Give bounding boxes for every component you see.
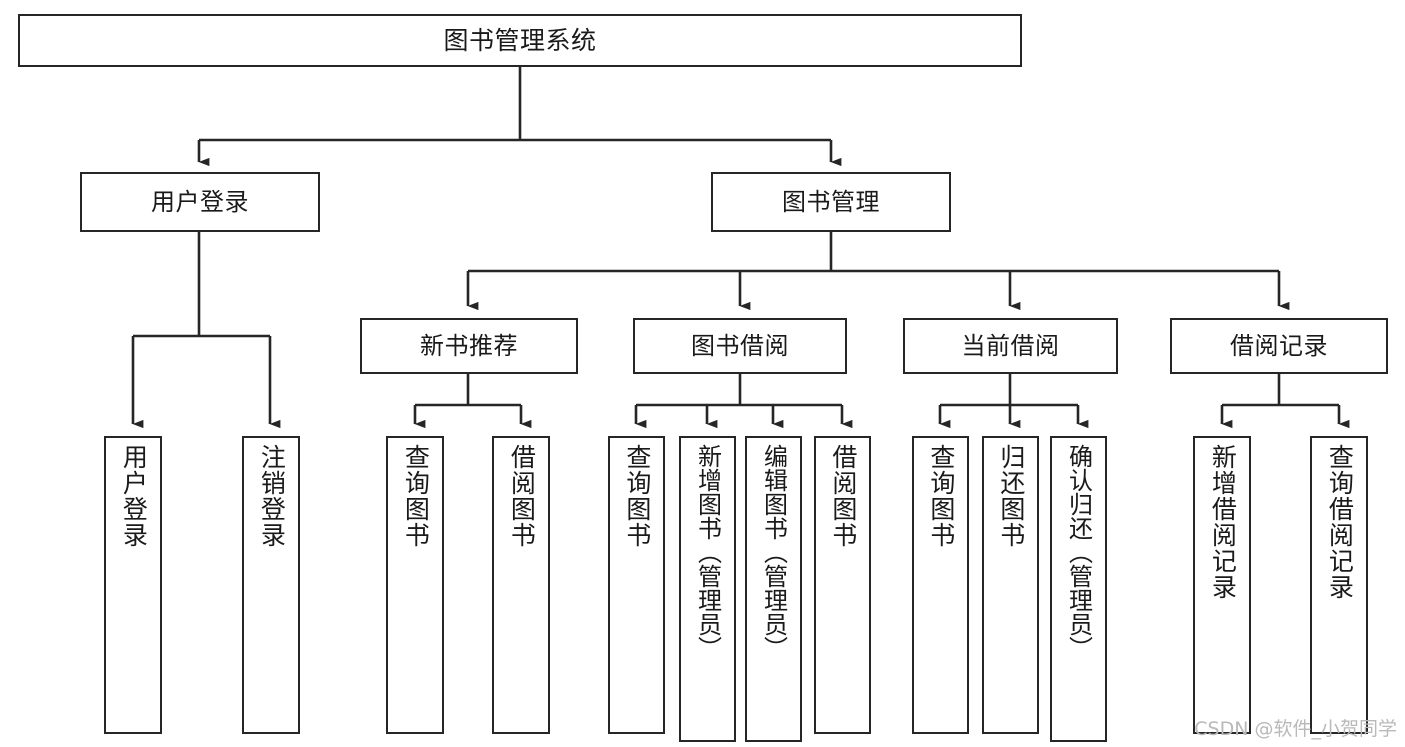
node-root-system[interactable]: 图书管理系统 [18, 14, 1022, 67]
leaf-book-borrow-edit-admin[interactable]: 编辑图书（管理员） [745, 436, 802, 742]
node-label: 图书借阅 [691, 331, 789, 360]
leaf-book-borrow-query[interactable]: 查询图书 [608, 436, 665, 734]
node-current-borrow[interactable]: 当前借阅 [903, 318, 1118, 374]
node-label: 查询图书 [401, 444, 431, 548]
node-label: 归还图书 [996, 444, 1026, 548]
node-label: 查询借阅记录 [1325, 444, 1355, 600]
node-label: 编辑图书（管理员） [759, 444, 788, 660]
node-label: 用户登录 [151, 187, 249, 216]
node-label: 新增借阅记录 [1208, 444, 1238, 600]
node-label: 用户登录 [119, 444, 149, 548]
node-label: 新增图书（管理员） [693, 444, 722, 660]
node-label: 当前借阅 [961, 331, 1060, 360]
leaf-new-book-query[interactable]: 查询图书 [386, 436, 444, 734]
leaf-user-login-logout[interactable]: 注销登录 [242, 436, 300, 734]
node-label: 查询图书 [926, 444, 956, 548]
node-borrow-record[interactable]: 借阅记录 [1170, 318, 1388, 374]
leaf-current-borrow-return[interactable]: 归还图书 [982, 436, 1039, 734]
node-label: 借阅记录 [1230, 331, 1328, 360]
node-label: 新书推荐 [420, 331, 518, 360]
node-book-borrow[interactable]: 图书借阅 [633, 318, 847, 374]
leaf-new-book-borrow[interactable]: 借阅图书 [492, 436, 550, 734]
leaf-user-login-login[interactable]: 用户登录 [104, 436, 162, 734]
leaf-current-borrow-query[interactable]: 查询图书 [912, 436, 969, 734]
node-label: 借阅图书 [507, 444, 537, 548]
node-label: 图书管理系统 [443, 25, 597, 55]
leaf-borrow-record-add[interactable]: 新增借阅记录 [1193, 436, 1251, 734]
leaf-borrow-record-query[interactable]: 查询借阅记录 [1310, 436, 1368, 734]
leaf-book-borrow-add-admin[interactable]: 新增图书（管理员） [679, 436, 736, 742]
node-book-management[interactable]: 图书管理 [711, 172, 951, 232]
node-label: 确认归还（管理员） [1064, 444, 1093, 660]
node-new-book-recommend[interactable]: 新书推荐 [360, 318, 578, 374]
node-label: 查询图书 [622, 444, 652, 548]
node-label: 借阅图书 [828, 444, 858, 548]
leaf-book-borrow-borrow[interactable]: 借阅图书 [814, 436, 871, 734]
leaf-current-borrow-confirm-admin[interactable]: 确认归还（管理员） [1050, 436, 1107, 742]
node-label: 注销登录 [257, 444, 287, 548]
csdn-watermark: CSDN @软件_小贺同学 [1194, 718, 1397, 740]
node-user-login[interactable]: 用户登录 [80, 172, 320, 232]
node-label: 图书管理 [782, 187, 880, 216]
